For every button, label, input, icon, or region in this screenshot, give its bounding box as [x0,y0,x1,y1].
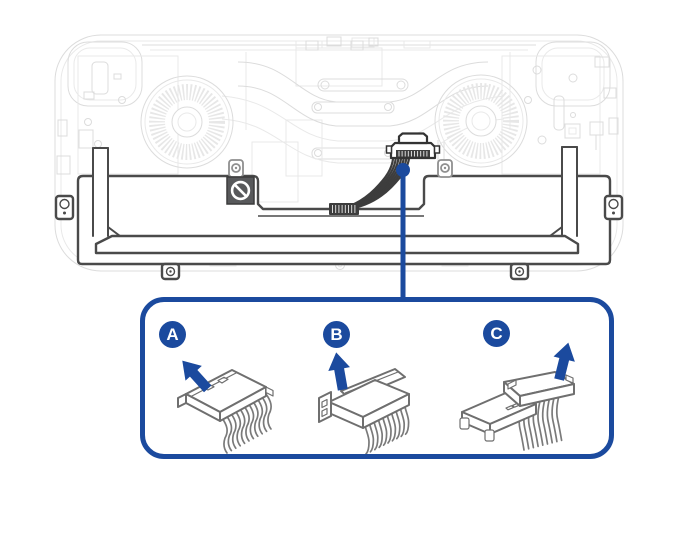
battery-cable-ribbon [329,156,411,213]
callout-indicator [396,163,410,301]
battery-bottom-screw-tabs [160,262,530,281]
pull-direction-arrow-icon [182,360,212,393]
step-a-badge: A [159,321,186,348]
step-c-badge: C [483,320,510,347]
step-b-illustration [318,352,410,454]
battery-screw-tab [228,159,453,178]
heatpipe [221,61,505,164]
step-b-badge: B [323,321,350,348]
step-a-connector [177,369,274,422]
battery-pull-strip [94,234,580,255]
step-b-connector [318,368,410,429]
pull-direction-arrow-icon [553,342,575,381]
battery [54,146,624,281]
battery-cable-connector [385,132,441,160]
step-a-illustration [177,360,274,454]
left-fan [140,75,234,169]
right-fan [434,74,528,168]
callout-dot [396,163,410,177]
battery-cable [329,132,441,215]
battery-pull-tabs [92,146,578,237]
battery-side-screw-tabs [54,194,624,221]
prohibition-icon [226,176,255,205]
pull-direction-arrow-icon [328,352,350,391]
step-c-illustration [459,342,575,451]
